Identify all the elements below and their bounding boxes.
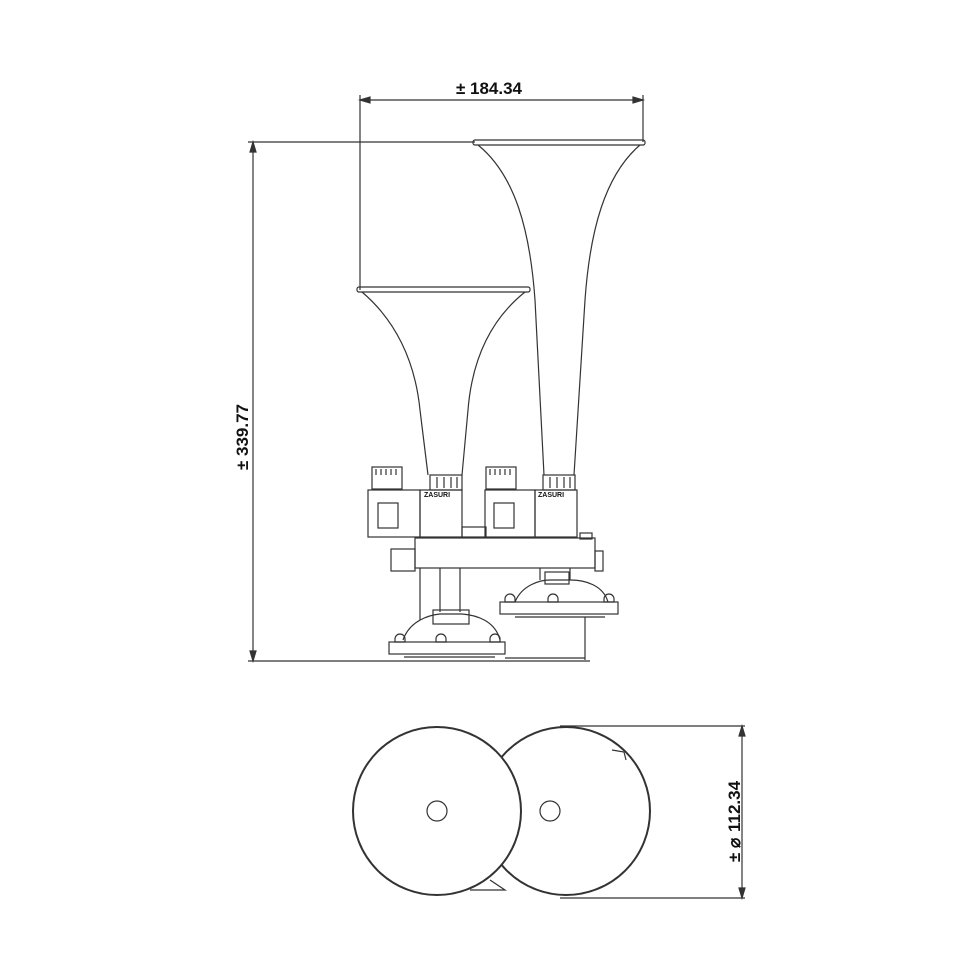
svg-text:±: ± (725, 853, 744, 862)
bottom-view (352, 725, 745, 899)
solenoid-right (484, 466, 578, 538)
left-base (388, 568, 506, 658)
svg-text:±: ± (233, 461, 252, 470)
width-dimension (357, 95, 646, 290)
short-horn (356, 286, 531, 476)
height-dimension-label: ± 339.77 (233, 404, 252, 470)
tall-horn (472, 139, 646, 476)
height-dimension (248, 139, 590, 664)
width-dimension-label: ± 184.34 (456, 79, 523, 98)
svg-text:184.34: 184.34 (470, 79, 523, 98)
svg-text:⌀: ⌀ (725, 837, 744, 848)
right-base (499, 568, 619, 660)
diameter-dimension-label: ± ⌀ 112.34 (725, 780, 744, 862)
svg-text:339.77: 339.77 (233, 404, 252, 456)
solenoid-brand-left: ZASURI (424, 492, 450, 499)
diameter-dimension (738, 723, 746, 901)
manifold (390, 526, 604, 572)
solenoid-left (367, 466, 463, 538)
solenoid-brand-right: ZASURI (538, 492, 564, 499)
svg-text:112.34: 112.34 (725, 780, 744, 832)
svg-text:±: ± (456, 79, 465, 98)
